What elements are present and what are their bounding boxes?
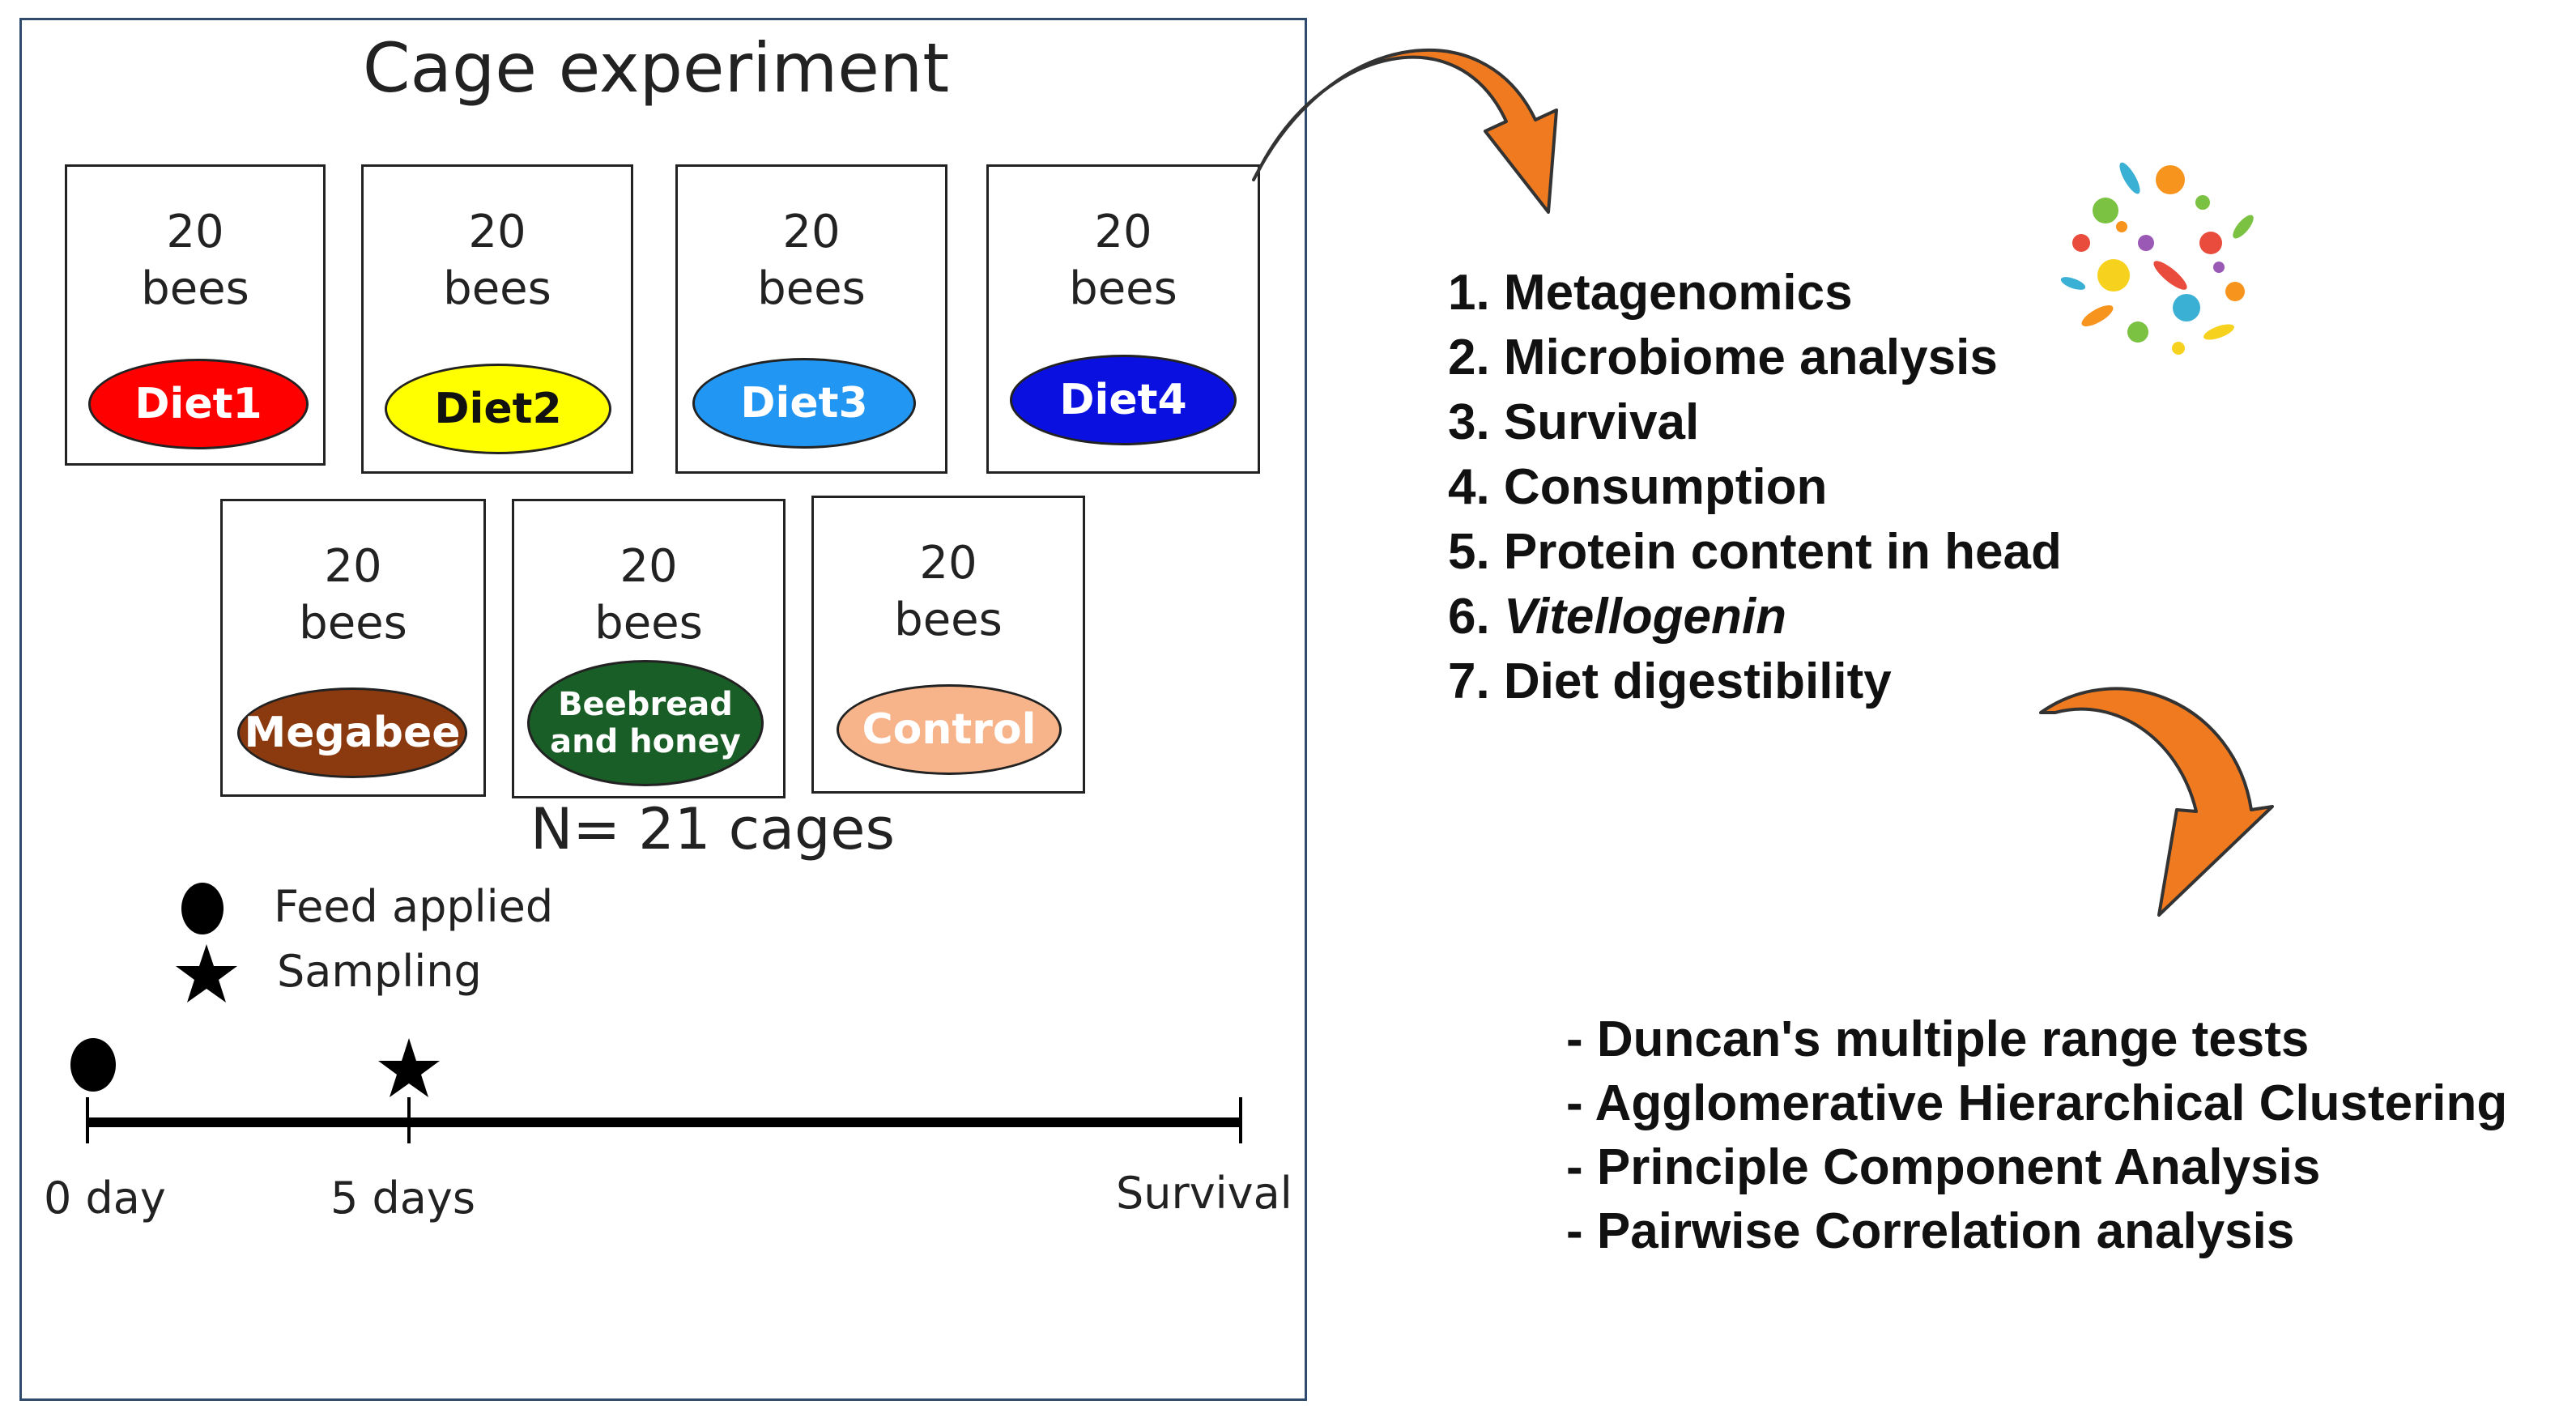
timeline-end-label: Survival — [1116, 1168, 1292, 1219]
analysis-italic-term: Vitellogenin — [1503, 589, 1786, 645]
diet-label-diet3: Diet3 — [692, 358, 916, 449]
cage-control: 20 bees Control — [811, 496, 1085, 794]
microbiome-icon — [2052, 154, 2259, 361]
bee-unit: bees — [757, 262, 866, 315]
statistics-item: - Pairwise Correlation analysis — [1566, 1203, 2295, 1259]
statistics-item: - Principle Component Analysis — [1566, 1139, 2321, 1195]
diet-label-diet1: Diet1 — [88, 359, 309, 449]
statistics-item: - Duncan's multiple range tests — [1566, 1011, 2310, 1067]
analyses-list: 1. Metagenomics 2. Microbiome analysis 3… — [1448, 261, 2062, 714]
panel-title: Cage experiment — [362, 28, 950, 108]
analysis-item: 5. Protein content in head — [1448, 524, 2062, 580]
timeline-sample-label: 5 days — [330, 1173, 475, 1224]
curved-arrow-icon — [1252, 48, 1558, 214]
total-cages-label: N= 21 cages — [530, 796, 895, 862]
cage-beebread-honey: 20 bees Beebread and honey — [512, 499, 786, 798]
diet-label-diet2: Diet2 — [385, 364, 611, 454]
bee-unit: bees — [894, 594, 1003, 646]
statistics-list: - Duncan's multiple range tests - Agglom… — [1566, 1007, 2507, 1263]
bee-count: 20 — [324, 540, 382, 593]
bee-count: 20 — [1094, 206, 1152, 258]
bee-count: 20 — [468, 206, 526, 258]
analysis-item: 1. Metagenomics — [1448, 265, 1853, 321]
bee-unit: bees — [299, 597, 407, 649]
legend-sampling-label: Sampling — [277, 946, 482, 997]
curved-arrow-icon — [2039, 687, 2274, 917]
analysis-item: 2. Microbiome analysis — [1448, 330, 1998, 385]
bee-unit: bees — [141, 262, 249, 315]
cage-diet1: 20 bees Diet1 — [65, 164, 326, 466]
diet-label-diet4: Diet4 — [1010, 355, 1237, 445]
cage-diet2: 20 bees Diet2 — [361, 164, 633, 474]
bee-count: 20 — [166, 206, 224, 258]
legend-star-icon — [176, 944, 237, 1002]
statistics-item: - Agglomerative Hierarchical Clustering — [1566, 1075, 2508, 1131]
analysis-item-vitellogenin: 6. Vitellogenin — [1448, 585, 2062, 649]
legend-dot-icon — [181, 883, 224, 934]
timeline-feed-dot-icon — [70, 1038, 116, 1092]
analysis-item: 4. Consumption — [1448, 459, 1828, 515]
bee-unit: bees — [1069, 262, 1177, 315]
diet-label-control: Control — [837, 684, 1062, 775]
timeline-start-label: 0 day — [44, 1173, 166, 1224]
bee-count: 20 — [919, 537, 977, 590]
bee-unit: bees — [443, 262, 551, 315]
analysis-item: 7. Diet digestibility — [1448, 653, 1892, 709]
bee-count: 20 — [782, 206, 841, 258]
bee-count: 20 — [620, 540, 678, 593]
cage-diet3: 20 bees Diet3 — [675, 164, 947, 474]
diet-label-megabee: Megabee — [237, 687, 467, 778]
cage-megabee: 20 bees Megabee — [220, 499, 486, 797]
analysis-number: 6. — [1448, 589, 1504, 645]
cage-experiment-panel — [19, 18, 1307, 1401]
cage-diet4: 20 bees Diet4 — [986, 164, 1260, 474]
timeline-star-icon — [378, 1038, 440, 1097]
bee-unit: bees — [594, 597, 703, 649]
analysis-item: 3. Survival — [1448, 394, 1700, 450]
diet-label-beebread-honey: Beebread and honey — [527, 660, 764, 786]
legend-feed-label: Feed applied — [274, 881, 554, 932]
